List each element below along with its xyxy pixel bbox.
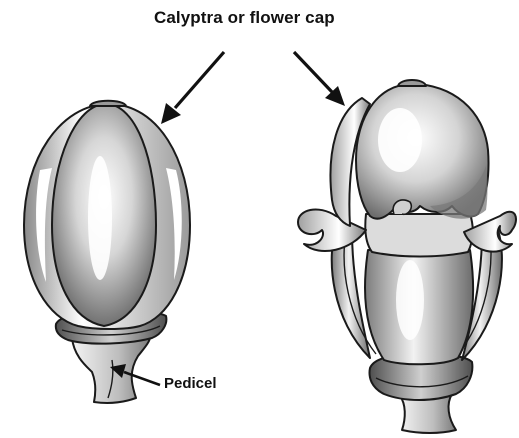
arrow-to-closed-cap xyxy=(161,52,224,124)
pedicel-label: Pedicel xyxy=(164,375,217,392)
opening-bud xyxy=(298,80,516,433)
arrow-to-lifting-cap xyxy=(294,52,345,106)
left-curl xyxy=(298,209,366,251)
closed-bud xyxy=(24,101,190,403)
calyptra-label: Calyptra or flower cap xyxy=(154,8,335,28)
